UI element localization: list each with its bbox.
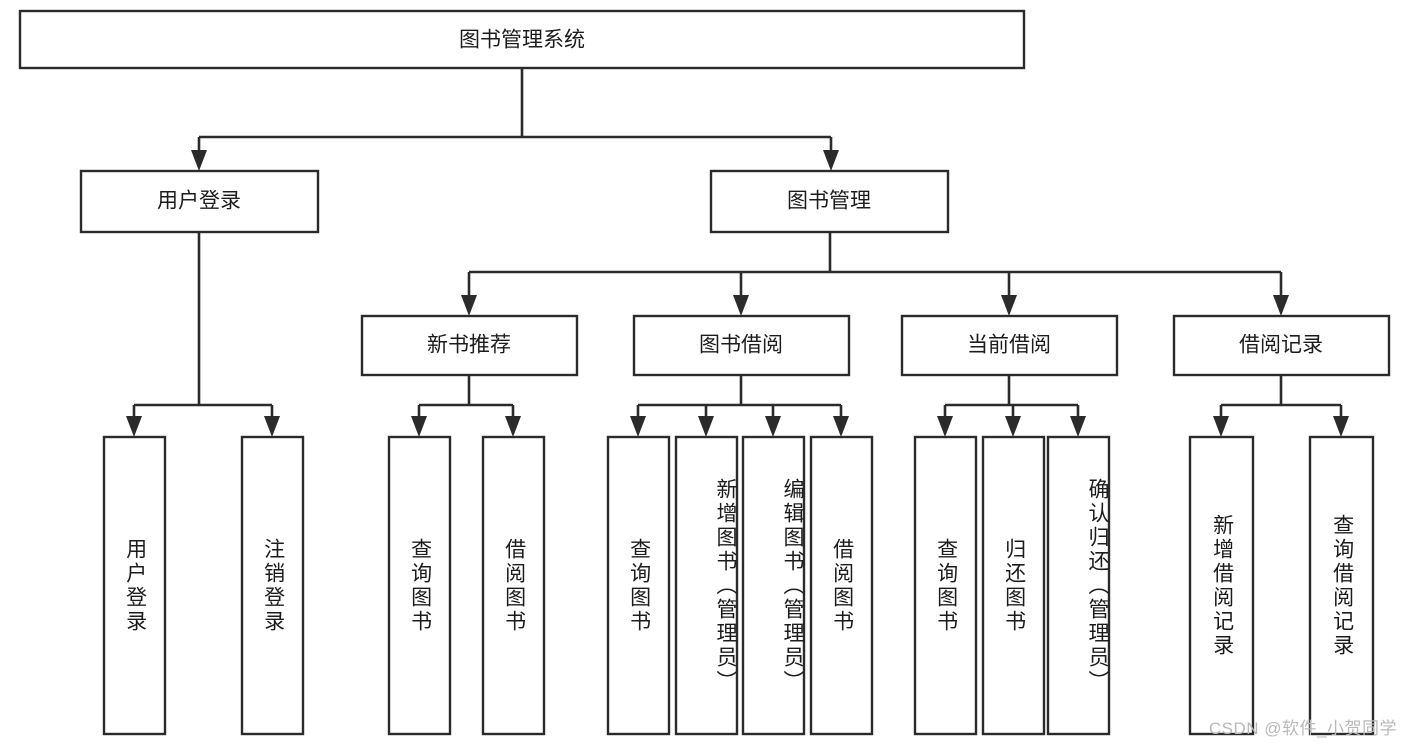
arrow-to-book-management <box>823 150 839 171</box>
node-book-borrow-label: 图书借阅 <box>699 334 783 357</box>
arrow-to-user-login <box>191 150 207 171</box>
node-box-layer <box>18 9 1391 736</box>
leaf-box-query-borrow-record[interactable] <box>1308 435 1375 736</box>
horizontal-label-layer: 图书管理系统 用户登录 图书管理 新书推荐 图书借阅 当前借阅 借阅记录 <box>157 29 1323 357</box>
node-user-login-box[interactable] <box>79 169 320 234</box>
connector-bookborrow-bus <box>636 375 843 425</box>
node-current-borrow-label: 当前借阅 <box>967 334 1051 357</box>
node-user-login-label: 用户登录 <box>157 190 241 213</box>
node-book-management-box[interactable] <box>709 169 950 234</box>
connector-currentborrow-bus <box>943 375 1080 425</box>
node-book-borrow-box[interactable] <box>632 314 851 377</box>
leaf-box-user-login[interactable] <box>102 435 167 736</box>
arrow-to-borrow-record <box>1273 295 1289 316</box>
node-root-box[interactable] <box>18 9 1026 70</box>
node-current-borrow-box[interactable] <box>900 314 1119 377</box>
node-new-book-box[interactable] <box>360 314 579 377</box>
leaf-box-logout[interactable] <box>240 435 305 736</box>
connector-root-bus <box>197 68 833 160</box>
leaf-box-query-book-borrow[interactable] <box>606 435 671 736</box>
arrow-currentborrow-leaf-2 <box>1005 416 1021 437</box>
leaf-box-edit-book-admin[interactable] <box>741 435 806 736</box>
leaf-box-query-book-newbook[interactable] <box>387 435 452 736</box>
arrow-bookborrow-leaf-1 <box>630 416 646 437</box>
connector-userlogin-bus <box>132 232 274 425</box>
arrow-userlogin-leaf-2 <box>264 416 280 437</box>
node-root-label: 图书管理系统 <box>459 29 585 52</box>
node-book-management-label: 图书管理 <box>787 190 871 213</box>
leaf-box-return-book[interactable] <box>981 435 1046 736</box>
csdn-watermark: CSDN @软件_小贺同学 <box>1208 719 1397 738</box>
arrow-currentborrow-leaf-3 <box>1070 416 1086 437</box>
arrow-newbook-leaf-2 <box>505 416 521 437</box>
node-borrow-record-box[interactable] <box>1172 314 1391 377</box>
leaf-box-add-book-admin[interactable] <box>674 435 739 736</box>
leaf-box-query-book-current[interactable] <box>913 435 978 736</box>
arrow-borrowrecord-leaf-1 <box>1213 416 1229 437</box>
node-new-book-label: 新书推荐 <box>427 334 511 357</box>
connector-newbook-bus <box>417 375 515 425</box>
arrow-to-new-book <box>461 295 477 316</box>
arrow-borrowrecord-leaf-2 <box>1333 416 1349 437</box>
arrow-bookborrow-leaf-4 <box>833 416 849 437</box>
arrow-to-current-borrow <box>1001 295 1017 316</box>
arrow-newbook-leaf-1 <box>411 416 427 437</box>
leaf-box-borrow-book-newbook[interactable] <box>481 435 546 736</box>
connector-layer <box>126 68 1349 437</box>
arrow-bookborrow-leaf-2 <box>698 416 714 437</box>
node-borrow-record-label: 借阅记录 <box>1239 334 1323 357</box>
arrow-bookborrow-leaf-3 <box>765 416 781 437</box>
connector-borrowrecord-bus <box>1219 375 1343 425</box>
leaf-box-borrow-book[interactable] <box>809 435 874 736</box>
leaf-box-add-borrow-record[interactable] <box>1188 435 1255 736</box>
connector-bookmgmt-bus <box>467 232 1283 305</box>
leaf-box-confirm-return-admin[interactable] <box>1046 435 1111 736</box>
arrow-currentborrow-leaf-1 <box>937 416 953 437</box>
arrow-to-book-borrow <box>733 295 749 316</box>
arrow-userlogin-leaf-1 <box>126 416 142 437</box>
